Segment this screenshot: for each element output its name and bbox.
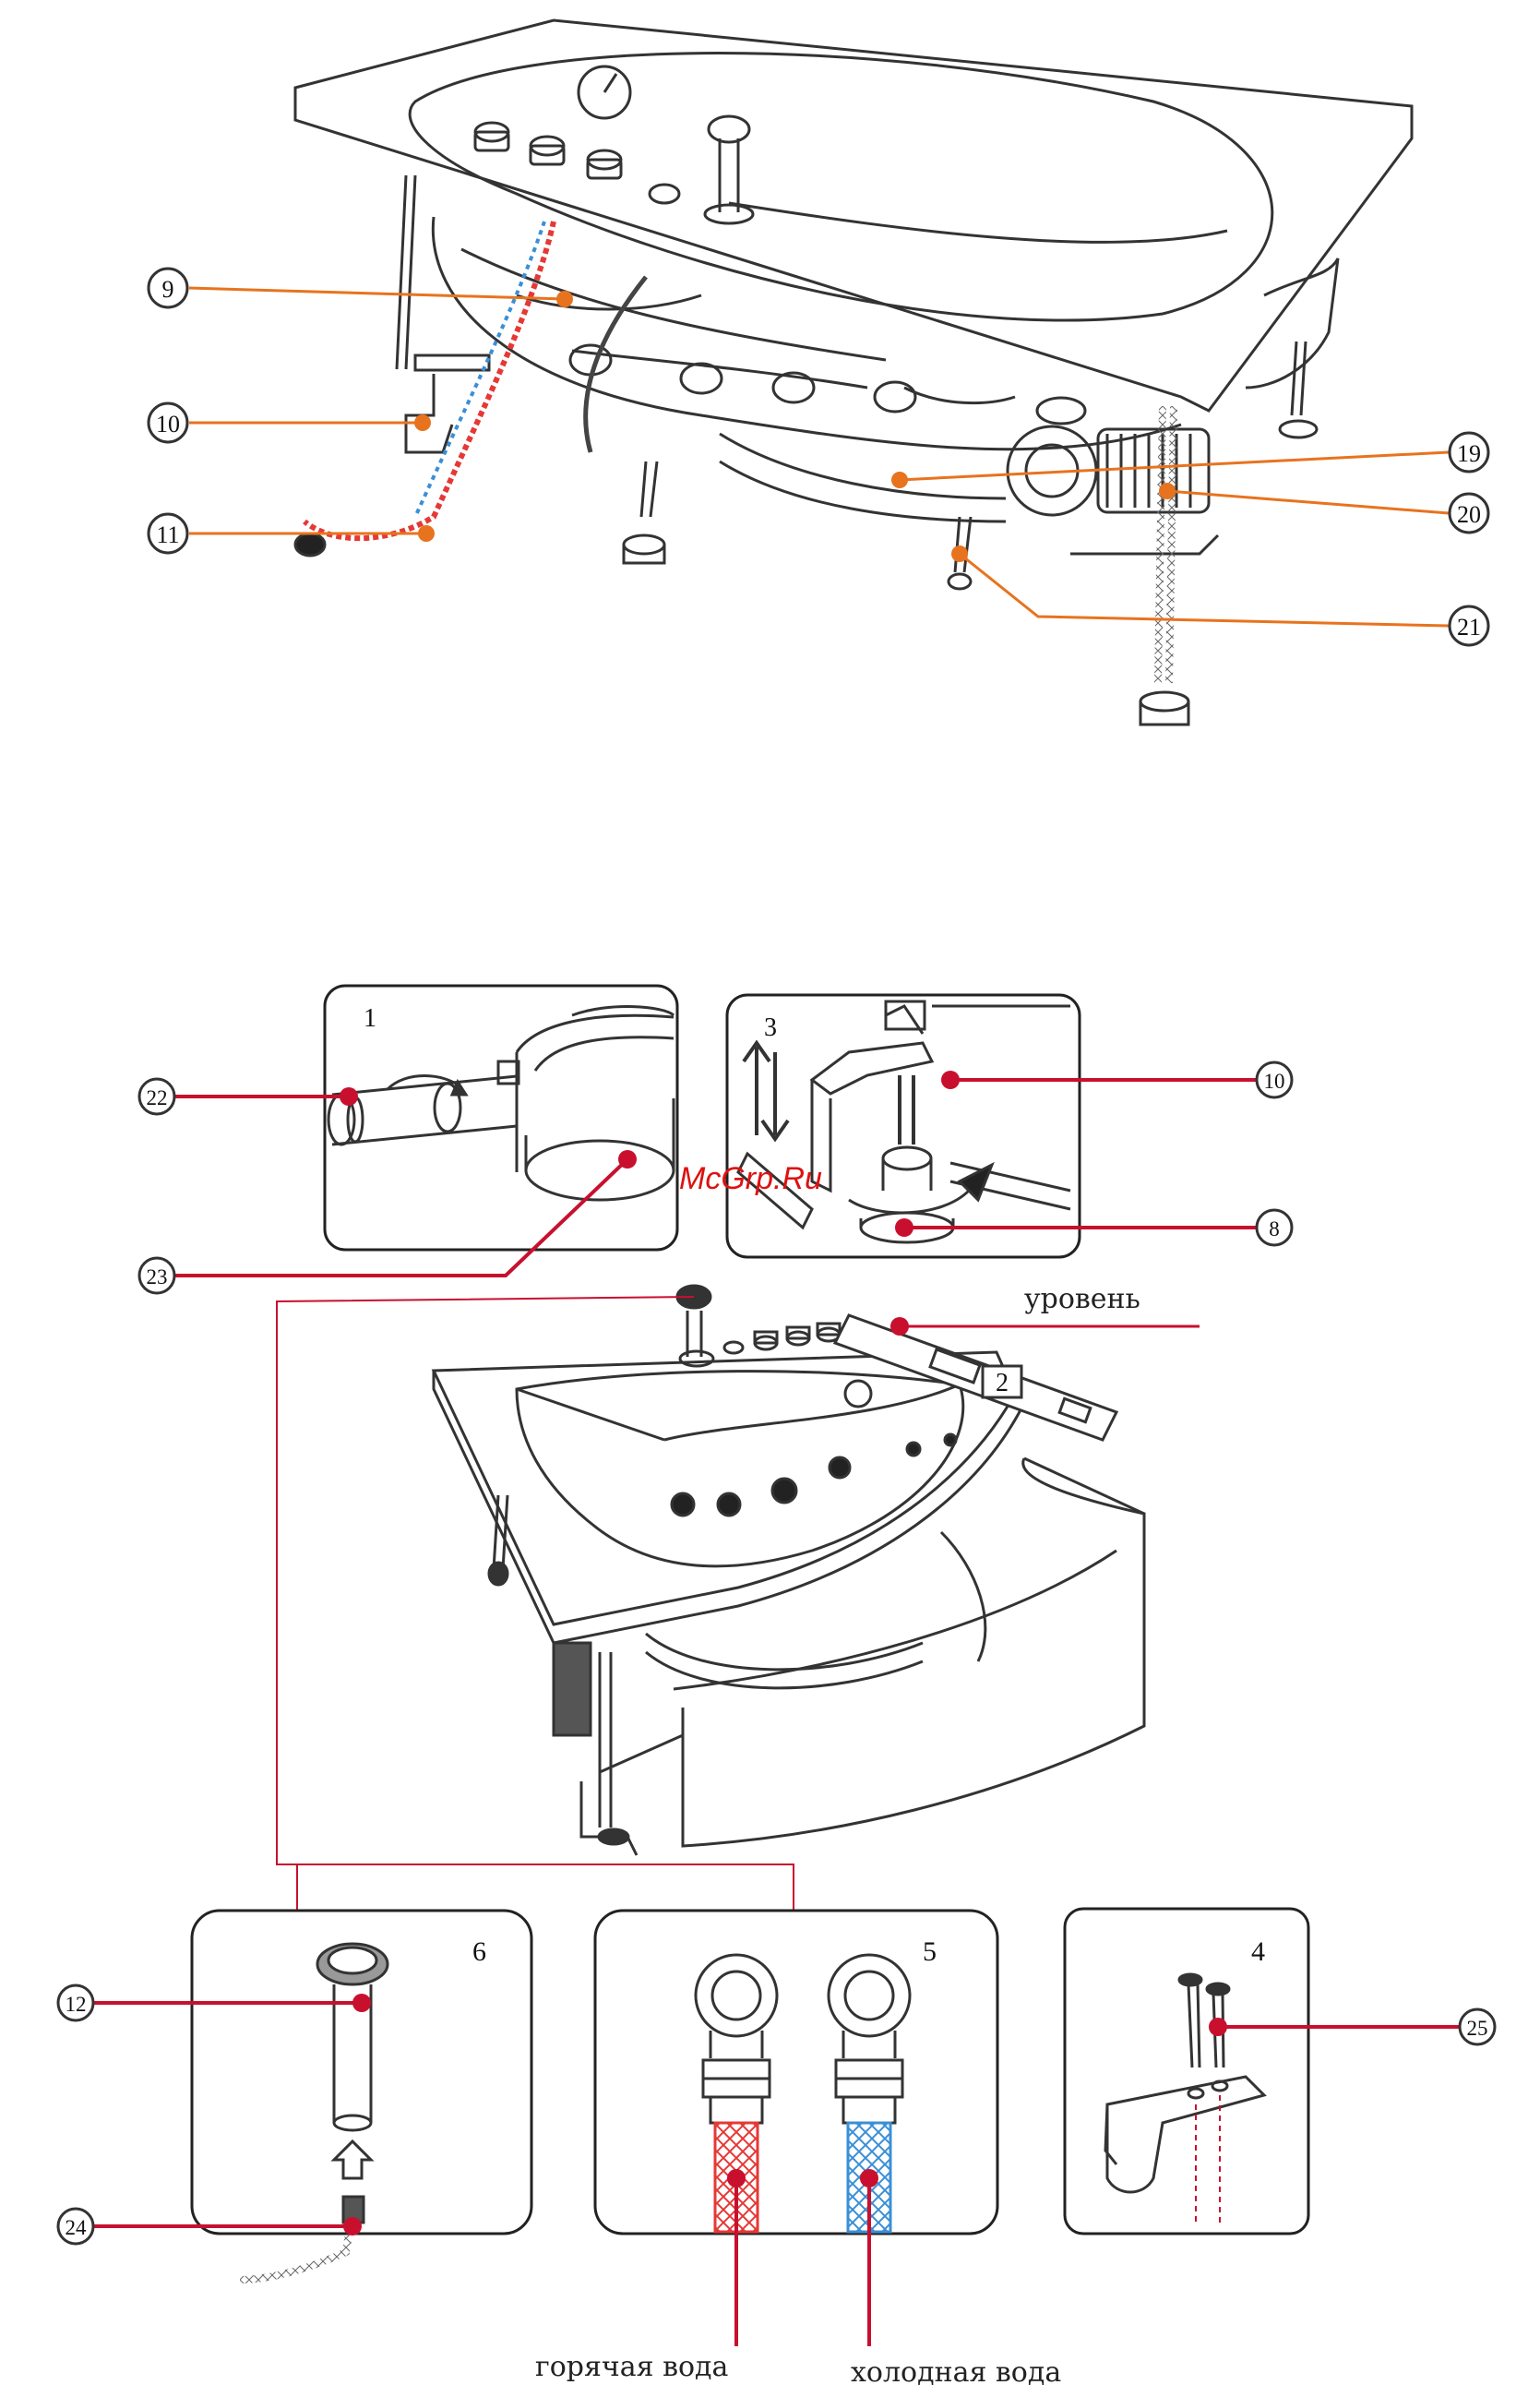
callout-21: 21 (951, 545, 1488, 645)
callout-24-label: 24 (66, 2216, 88, 2239)
hot-water-label: горячая вода (535, 2351, 729, 2383)
panel-4-number: 4 (1251, 1936, 1265, 1967)
callout-12-label: 12 (66, 1993, 87, 2016)
callout-20-label: 20 (1457, 501, 1481, 528)
panel-step-3: 3 10 8 (727, 995, 1292, 1257)
callout-8-label: 8 (1269, 1217, 1280, 1240)
callout-19-label: 19 (1457, 440, 1481, 467)
level-label-group: уровень (890, 1283, 1200, 1336)
panel-step-2-tub: 2 (434, 1286, 1144, 1855)
callout-9: 9 (149, 269, 573, 307)
callout-23-label: 23 (147, 1265, 168, 1288)
top-callouts: 9 10 11 19 20 2 (149, 269, 1488, 645)
panel-6-number: 6 (472, 1936, 486, 1967)
callout-21-label: 21 (1457, 614, 1481, 641)
callout-10-label: 10 (156, 411, 180, 437)
panel-2-number: 2 (996, 1369, 1009, 1397)
bathtub-underside-illustration (295, 20, 1412, 725)
panel-step-1: 1 22 23 (139, 986, 677, 1293)
level-label: уровень (1024, 1283, 1140, 1315)
callout-11: 11 (149, 514, 435, 553)
callout-10b-label: 10 (1264, 1070, 1285, 1093)
callout-11-label: 11 (156, 521, 179, 548)
panel-1-number: 1 (364, 1004, 376, 1033)
panel-5-number: 5 (923, 1936, 937, 1967)
watermark: McGrp.Ru (679, 1161, 822, 1196)
panel-step-6: 6 12 24 (58, 1911, 531, 2280)
callout-25-label: 25 (1467, 2017, 1488, 2040)
callout-9-label: 9 (162, 276, 174, 303)
callout-22-label: 22 (147, 1086, 168, 1109)
callout-10: 10 (149, 403, 431, 442)
cold-water-label: холодная вода (851, 2356, 1061, 2385)
panel-step-5: 5 (595, 1911, 997, 2346)
panel-step-4: 4 25 (1065, 1909, 1495, 2234)
panel-3-number: 3 (764, 1013, 777, 1042)
